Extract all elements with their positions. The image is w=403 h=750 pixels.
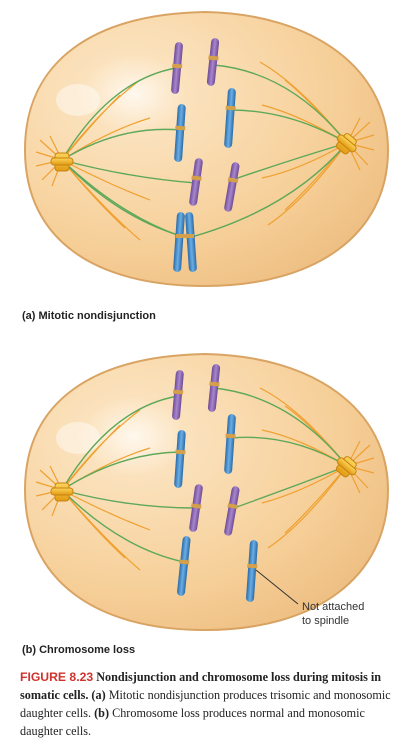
caption-part-b-text: Chromosome loss produces normal and mono… bbox=[20, 706, 365, 738]
chromosome-purple-3 bbox=[189, 484, 203, 532]
unattached-chromosome bbox=[246, 540, 258, 602]
chromosome-purple-2 bbox=[206, 38, 220, 86]
annotation-line-2: to spindle bbox=[302, 615, 350, 627]
spindle-fibers bbox=[61, 64, 348, 239]
mitotic-nondisjunction-diagram bbox=[23, 10, 390, 288]
figure-caption: FIGURE 8.23 Nondisjunction and chromosom… bbox=[20, 668, 395, 740]
annotation-not-attached: Not attached to spindle bbox=[302, 600, 392, 628]
annotation-line-1: Not attached bbox=[302, 601, 365, 613]
panel-a: (a) Mitotic nondisjunction bbox=[0, 0, 403, 330]
panel-b-label: (b) Chromosome loss bbox=[22, 644, 136, 656]
panel-a-label: (a) Mitotic nondisjunction bbox=[22, 310, 156, 322]
chromosome-purple-1 bbox=[172, 370, 184, 420]
chromosome-purple-1 bbox=[171, 42, 183, 94]
chromosome-blue-3 bbox=[177, 536, 191, 596]
nondisjoined-chromosome-pair bbox=[173, 212, 197, 272]
cell-highlight bbox=[56, 422, 100, 454]
chromosome-purple-4 bbox=[224, 162, 240, 212]
chromosome-blue-2 bbox=[224, 88, 236, 148]
caption-part-a-text: Mitotic nondisjunction produces trisomic… bbox=[20, 688, 391, 720]
chromosome-purple-2 bbox=[207, 364, 221, 412]
panel-b bbox=[0, 348, 403, 658]
caption-part-a-label: (a) bbox=[91, 688, 106, 702]
centrosome-right bbox=[335, 133, 357, 155]
centrosome-right bbox=[335, 456, 357, 478]
chromosome-purple-3 bbox=[189, 158, 203, 206]
cell-highlight bbox=[56, 84, 100, 116]
chromosome-blue-1 bbox=[174, 104, 186, 162]
centrosome-left bbox=[50, 482, 74, 502]
cell-body bbox=[23, 352, 390, 632]
centrosome-left bbox=[50, 152, 74, 172]
annotation-leader-line bbox=[255, 569, 299, 605]
figure-number: FIGURE 8.23 bbox=[20, 670, 94, 684]
spindle-fibers bbox=[61, 387, 348, 563]
chromosome-loss-diagram bbox=[23, 352, 390, 632]
chromosome-blue-2 bbox=[224, 414, 236, 474]
chromosome-purple-4 bbox=[224, 486, 240, 536]
caption-part-b-label: (b) bbox=[94, 706, 110, 720]
chromosome-blue-1 bbox=[174, 430, 186, 488]
figure-title: Nondisjunction and chromosome loss durin… bbox=[20, 670, 382, 702]
